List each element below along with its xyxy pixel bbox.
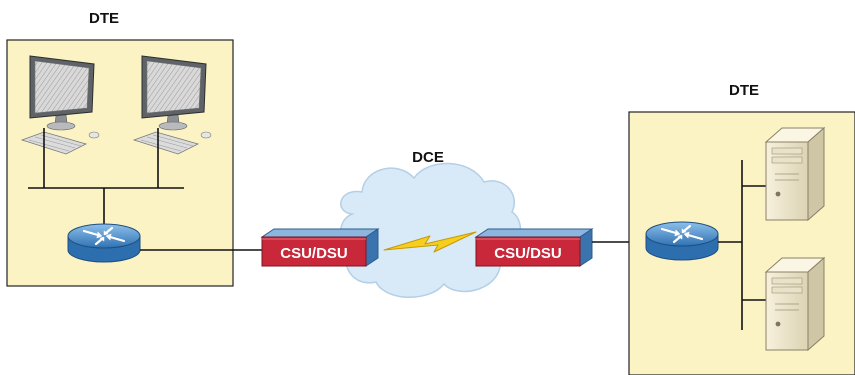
- csu-dsu-left-label: CSU/DSU: [280, 245, 348, 262]
- dce-label: DCE: [412, 149, 444, 166]
- router-icon: [644, 220, 720, 262]
- csu-dsu-icon: [474, 228, 594, 267]
- router-icon: [66, 222, 142, 264]
- dte-left-label: DTE: [89, 10, 119, 27]
- tower-server-icon: [765, 127, 825, 221]
- dte-right-label: DTE: [729, 82, 759, 99]
- csu-dsu-icon: [260, 228, 380, 267]
- lightning-bolt-icon: [383, 231, 477, 253]
- csu-dsu-right-label: CSU/DSU: [494, 245, 562, 262]
- tower-server-icon: [765, 257, 825, 351]
